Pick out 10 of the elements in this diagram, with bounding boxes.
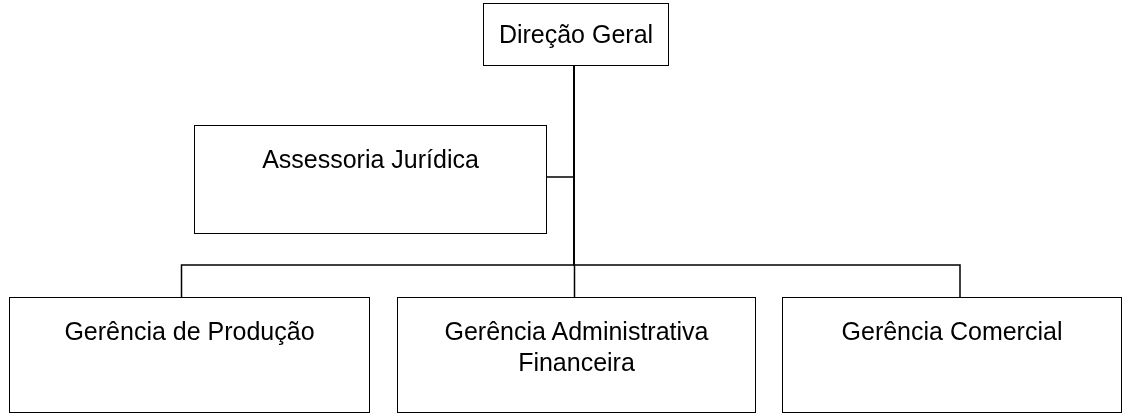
box-label: Assessoria Jurídica: [262, 144, 479, 175]
box-label: Gerência de Produção: [64, 316, 315, 347]
org-box: [397, 297, 756, 413]
org-box: [483, 3, 669, 66]
org-box: [9, 297, 370, 413]
box-label: Gerência Administrativa Financeira: [443, 316, 710, 379]
org-box: [194, 125, 547, 234]
box-label: Direção Geral: [498, 18, 654, 50]
org-box: [782, 297, 1122, 413]
box-label: Gerência Comercial: [841, 316, 1063, 347]
